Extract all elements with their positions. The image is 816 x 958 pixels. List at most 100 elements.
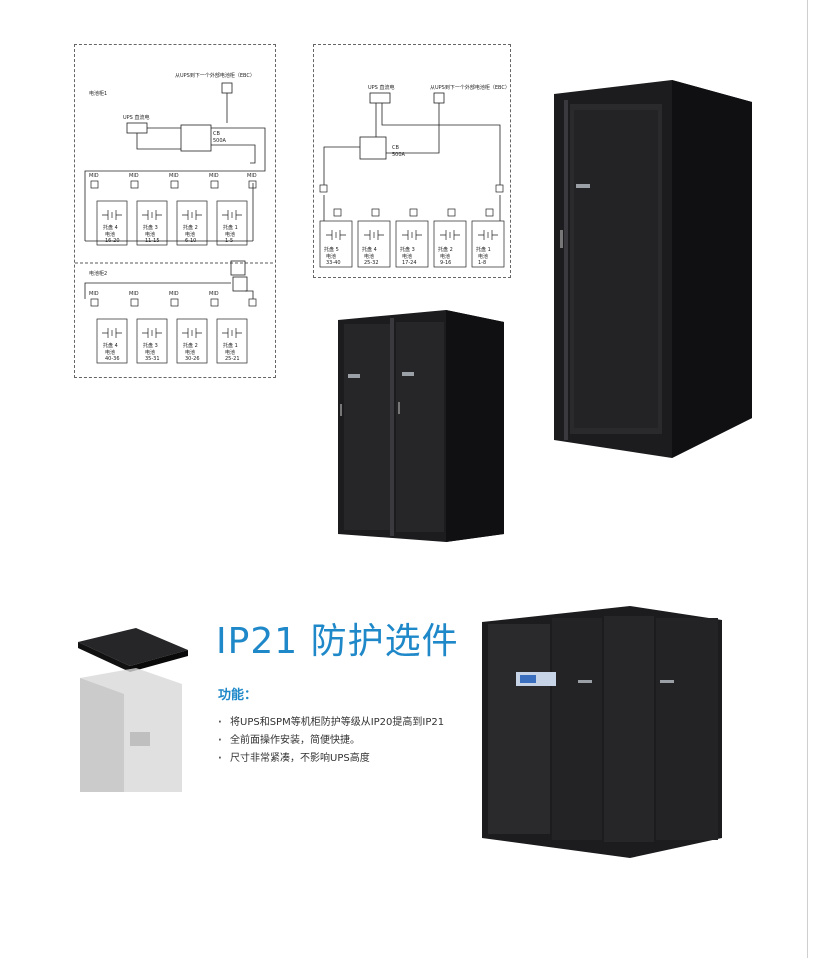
battery-tray-box bbox=[471, 220, 505, 268]
battery-tray-box bbox=[357, 220, 391, 268]
battery-tray-box bbox=[319, 220, 353, 268]
list-item: 全前面操作安装，简便快捷。 bbox=[218, 732, 444, 750]
battery-wiring-diagram-right: UPS 直流电 从UPS到下一个外部电池柜（EBC） CB 500A 托盘 5 … bbox=[313, 44, 511, 278]
tray-name: 托盘 2 bbox=[183, 225, 198, 231]
cb-rating: 500A bbox=[213, 138, 226, 144]
tray-name: 托盘 4 bbox=[103, 225, 118, 231]
list-item: 将UPS和SPM等机柜防护等级从IP20提高到IP21 bbox=[218, 714, 444, 732]
tray-sub: 电池 bbox=[364, 254, 375, 260]
mid-connector bbox=[248, 180, 257, 189]
mid-connector bbox=[170, 298, 179, 307]
mid-label: MID bbox=[247, 173, 257, 179]
tray-sub: 电池 bbox=[478, 254, 489, 260]
tray-sub: 电池 bbox=[185, 232, 196, 238]
ip21-roof-accessory-illustration bbox=[78, 628, 188, 792]
mid-label: MID bbox=[129, 291, 139, 297]
mid-label: MID bbox=[169, 173, 179, 179]
tray-name: 托盘 1 bbox=[476, 247, 491, 253]
mid-connector bbox=[495, 184, 504, 193]
mid-connector bbox=[409, 208, 418, 217]
tray-sub: 电池 bbox=[326, 254, 337, 260]
battery-tray-box bbox=[216, 200, 248, 246]
tray-name: 托盘 3 bbox=[400, 247, 415, 253]
battery-tray-box bbox=[176, 200, 208, 246]
tray-sub: 电池 bbox=[105, 350, 116, 356]
tray-name: 托盘 1 bbox=[223, 225, 238, 231]
mid-label: MID bbox=[209, 173, 219, 179]
tray-sub: 电池 bbox=[145, 232, 156, 238]
mid-connector bbox=[248, 298, 257, 307]
cabinet2-label: 电池柜2 bbox=[89, 271, 108, 277]
battery-wiring-diagram-left: 从UPS到下一个外部电池柜（EBC） 电池柜1 UPS 直流电 CB 500A … bbox=[74, 44, 276, 378]
tray-sub: 电池 bbox=[225, 232, 236, 238]
tray-name: 托盘 5 bbox=[324, 247, 339, 253]
ups-dc-label: UPS 直流电 bbox=[123, 115, 150, 121]
battery-tray-box bbox=[433, 220, 467, 268]
mid-connector bbox=[447, 208, 456, 217]
mid-connector bbox=[170, 180, 179, 189]
mid-connector bbox=[333, 208, 342, 217]
features-heading: 功能： bbox=[218, 688, 258, 703]
page-edge-line bbox=[807, 0, 808, 958]
battery-tray-box bbox=[96, 318, 128, 364]
left-diagram-lines bbox=[75, 82, 275, 364]
battery-tray-box bbox=[96, 200, 128, 246]
tray-range: 9-16 bbox=[440, 260, 452, 266]
cb-rating: 500A bbox=[392, 152, 405, 158]
mid-connector bbox=[319, 184, 328, 193]
mid-label: MID bbox=[169, 291, 179, 297]
mid-label: MID bbox=[209, 291, 219, 297]
tray-range: 1-8 bbox=[478, 260, 487, 266]
cb-label: CB bbox=[392, 145, 399, 151]
tray-range: 6-10 bbox=[185, 238, 197, 244]
ebc-label: 从UPS到下一个外部电池柜（EBC） bbox=[430, 85, 510, 91]
mid-connector bbox=[90, 180, 99, 189]
mid-label: MID bbox=[89, 173, 99, 179]
tray-name: 托盘 4 bbox=[362, 247, 377, 253]
double-battery-cabinet-photo bbox=[338, 310, 504, 542]
tray-range: 16-20 bbox=[105, 238, 120, 244]
tray-sub: 电池 bbox=[105, 232, 116, 238]
battery-tray-box bbox=[216, 318, 248, 364]
tray-name: 托盘 2 bbox=[438, 247, 453, 253]
mid-connector bbox=[210, 180, 219, 189]
tray-name: 托盘 4 bbox=[103, 343, 118, 349]
mid-connector bbox=[130, 298, 139, 307]
tray-sub: 电池 bbox=[225, 350, 236, 356]
features-list: 将UPS和SPM等机柜防护等级从IP20提高到IP21 全前面操作安装，简便快捷… bbox=[218, 714, 444, 768]
cb-label: CB bbox=[213, 131, 220, 137]
tray-range: 33-40 bbox=[326, 260, 341, 266]
tray-name: 托盘 3 bbox=[143, 343, 158, 349]
list-item: 尺寸非常紧凑，不影响UPS高度 bbox=[218, 750, 444, 768]
tray-sub: 电池 bbox=[185, 350, 196, 356]
battery-tray-box bbox=[395, 220, 429, 268]
tray-name: 托盘 1 bbox=[223, 343, 238, 349]
mid-connector bbox=[130, 180, 139, 189]
section-title: IP21 防护选件 bbox=[216, 621, 459, 662]
tray-range: 17-24 bbox=[402, 260, 417, 266]
tray-range: 25-32 bbox=[364, 260, 379, 266]
right-diagram-lines bbox=[319, 92, 505, 268]
tray-range: 25-21 bbox=[225, 356, 240, 362]
tray-range: 11-15 bbox=[145, 238, 160, 244]
mid-label: MID bbox=[89, 291, 99, 297]
mid-connector bbox=[371, 208, 380, 217]
mid-connector bbox=[210, 298, 219, 307]
mid-label: MID bbox=[129, 173, 139, 179]
tray-sub: 电池 bbox=[145, 350, 156, 356]
tray-sub: 电池 bbox=[402, 254, 413, 260]
battery-tray-box bbox=[136, 318, 168, 364]
ups-system-with-ip21-photo bbox=[482, 606, 722, 858]
battery-tray-box bbox=[176, 318, 208, 364]
ebc-label: 从UPS到下一个外部电池柜（EBC） bbox=[175, 73, 255, 79]
tray-range: 40-36 bbox=[105, 356, 120, 362]
tray-range: 35-31 bbox=[145, 356, 160, 362]
ups-dc-label: UPS 直流电 bbox=[368, 85, 395, 91]
mid-connector bbox=[485, 208, 494, 217]
tray-range: 30-26 bbox=[185, 356, 200, 362]
tray-name: 托盘 2 bbox=[183, 343, 198, 349]
mid-connector bbox=[90, 298, 99, 307]
tray-sub: 电池 bbox=[440, 254, 451, 260]
tall-battery-cabinet-photo bbox=[554, 80, 752, 458]
tray-range: 1-5 bbox=[225, 238, 234, 244]
